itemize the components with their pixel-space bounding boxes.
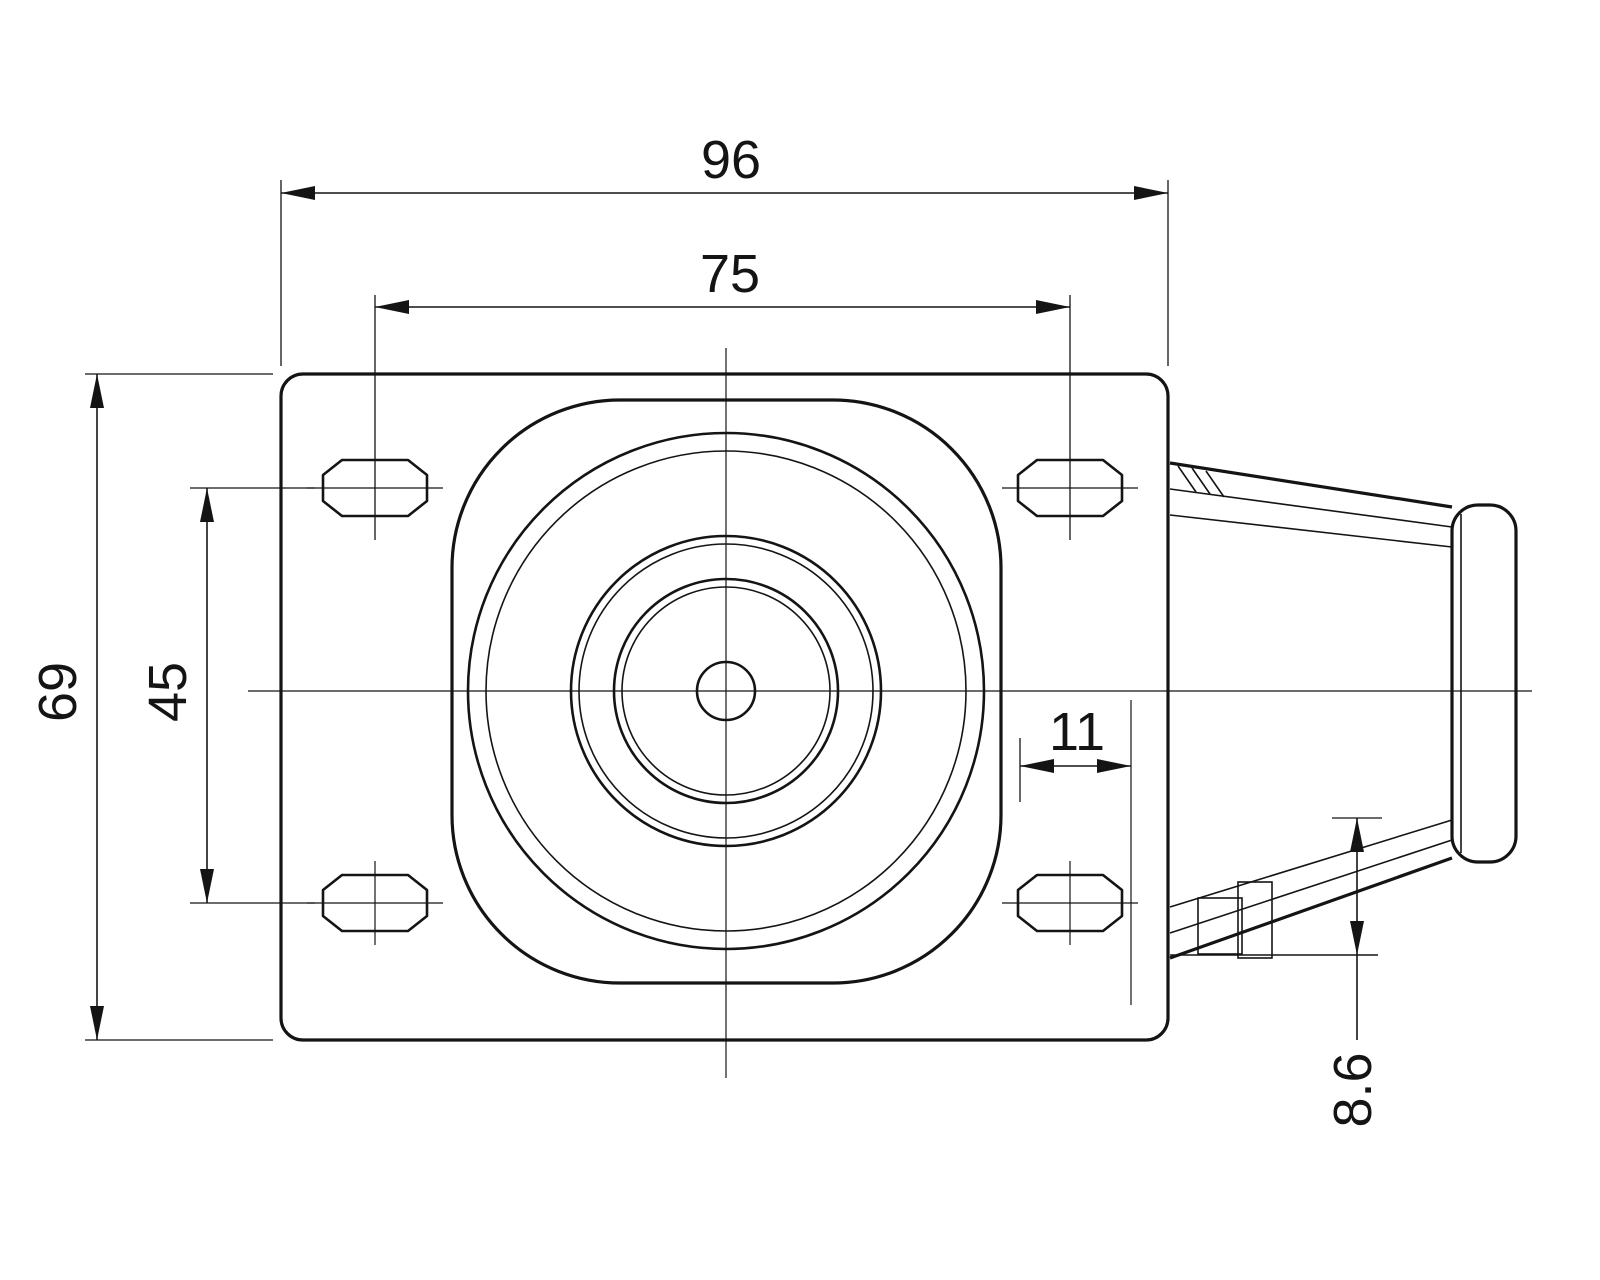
dimension-overall-depth: 69 bbox=[28, 373, 273, 1041]
dim-label-overall-width: 96 bbox=[701, 130, 761, 190]
arrowhead bbox=[1097, 759, 1131, 773]
bolt-slot-bottom-right bbox=[1016, 873, 1124, 933]
bolt-slots bbox=[321, 458, 1124, 933]
plate-outline bbox=[279, 372, 1170, 1042]
centerlines bbox=[248, 348, 1532, 1078]
bolt-slot-top-right bbox=[1016, 458, 1124, 518]
dim-label-bolt-spacing-depth: 45 bbox=[138, 662, 198, 722]
arrowhead bbox=[375, 300, 409, 314]
dimension-bolt-spacing-width: 75 bbox=[374, 244, 1071, 540]
arrowhead bbox=[200, 869, 214, 903]
arrowhead bbox=[1036, 300, 1070, 314]
dimension-offset: 11 bbox=[1019, 702, 1131, 802]
dim-label-overall-depth: 69 bbox=[28, 662, 88, 722]
side-view-fork bbox=[1169, 461, 1518, 960]
arrowhead bbox=[1134, 186, 1168, 200]
top-view-plate bbox=[248, 348, 1532, 1078]
fork-details bbox=[1170, 465, 1378, 959]
arrowhead bbox=[1020, 759, 1054, 773]
arrowhead bbox=[1350, 921, 1364, 955]
dimension-bolt-spacing-depth: 45 bbox=[138, 487, 315, 904]
arrowhead bbox=[200, 488, 214, 522]
arrowhead bbox=[90, 374, 104, 408]
dim-label-offset: 11 bbox=[1049, 702, 1105, 762]
bolt-slot-bottom-left bbox=[321, 873, 429, 933]
bolt-slot-top-left bbox=[321, 458, 429, 518]
arrowhead bbox=[281, 186, 315, 200]
dim-label-bolt-spacing-width: 75 bbox=[700, 244, 760, 304]
dimension-overall-width: 96 bbox=[280, 130, 1169, 366]
arrowhead bbox=[1350, 818, 1364, 852]
dim-label-slot-width: 8.6 bbox=[1323, 1052, 1383, 1127]
dimension-slot-width: 8.6 bbox=[1323, 817, 1383, 1128]
wheel-edge bbox=[1450, 503, 1518, 864]
arrowhead bbox=[90, 1006, 104, 1040]
